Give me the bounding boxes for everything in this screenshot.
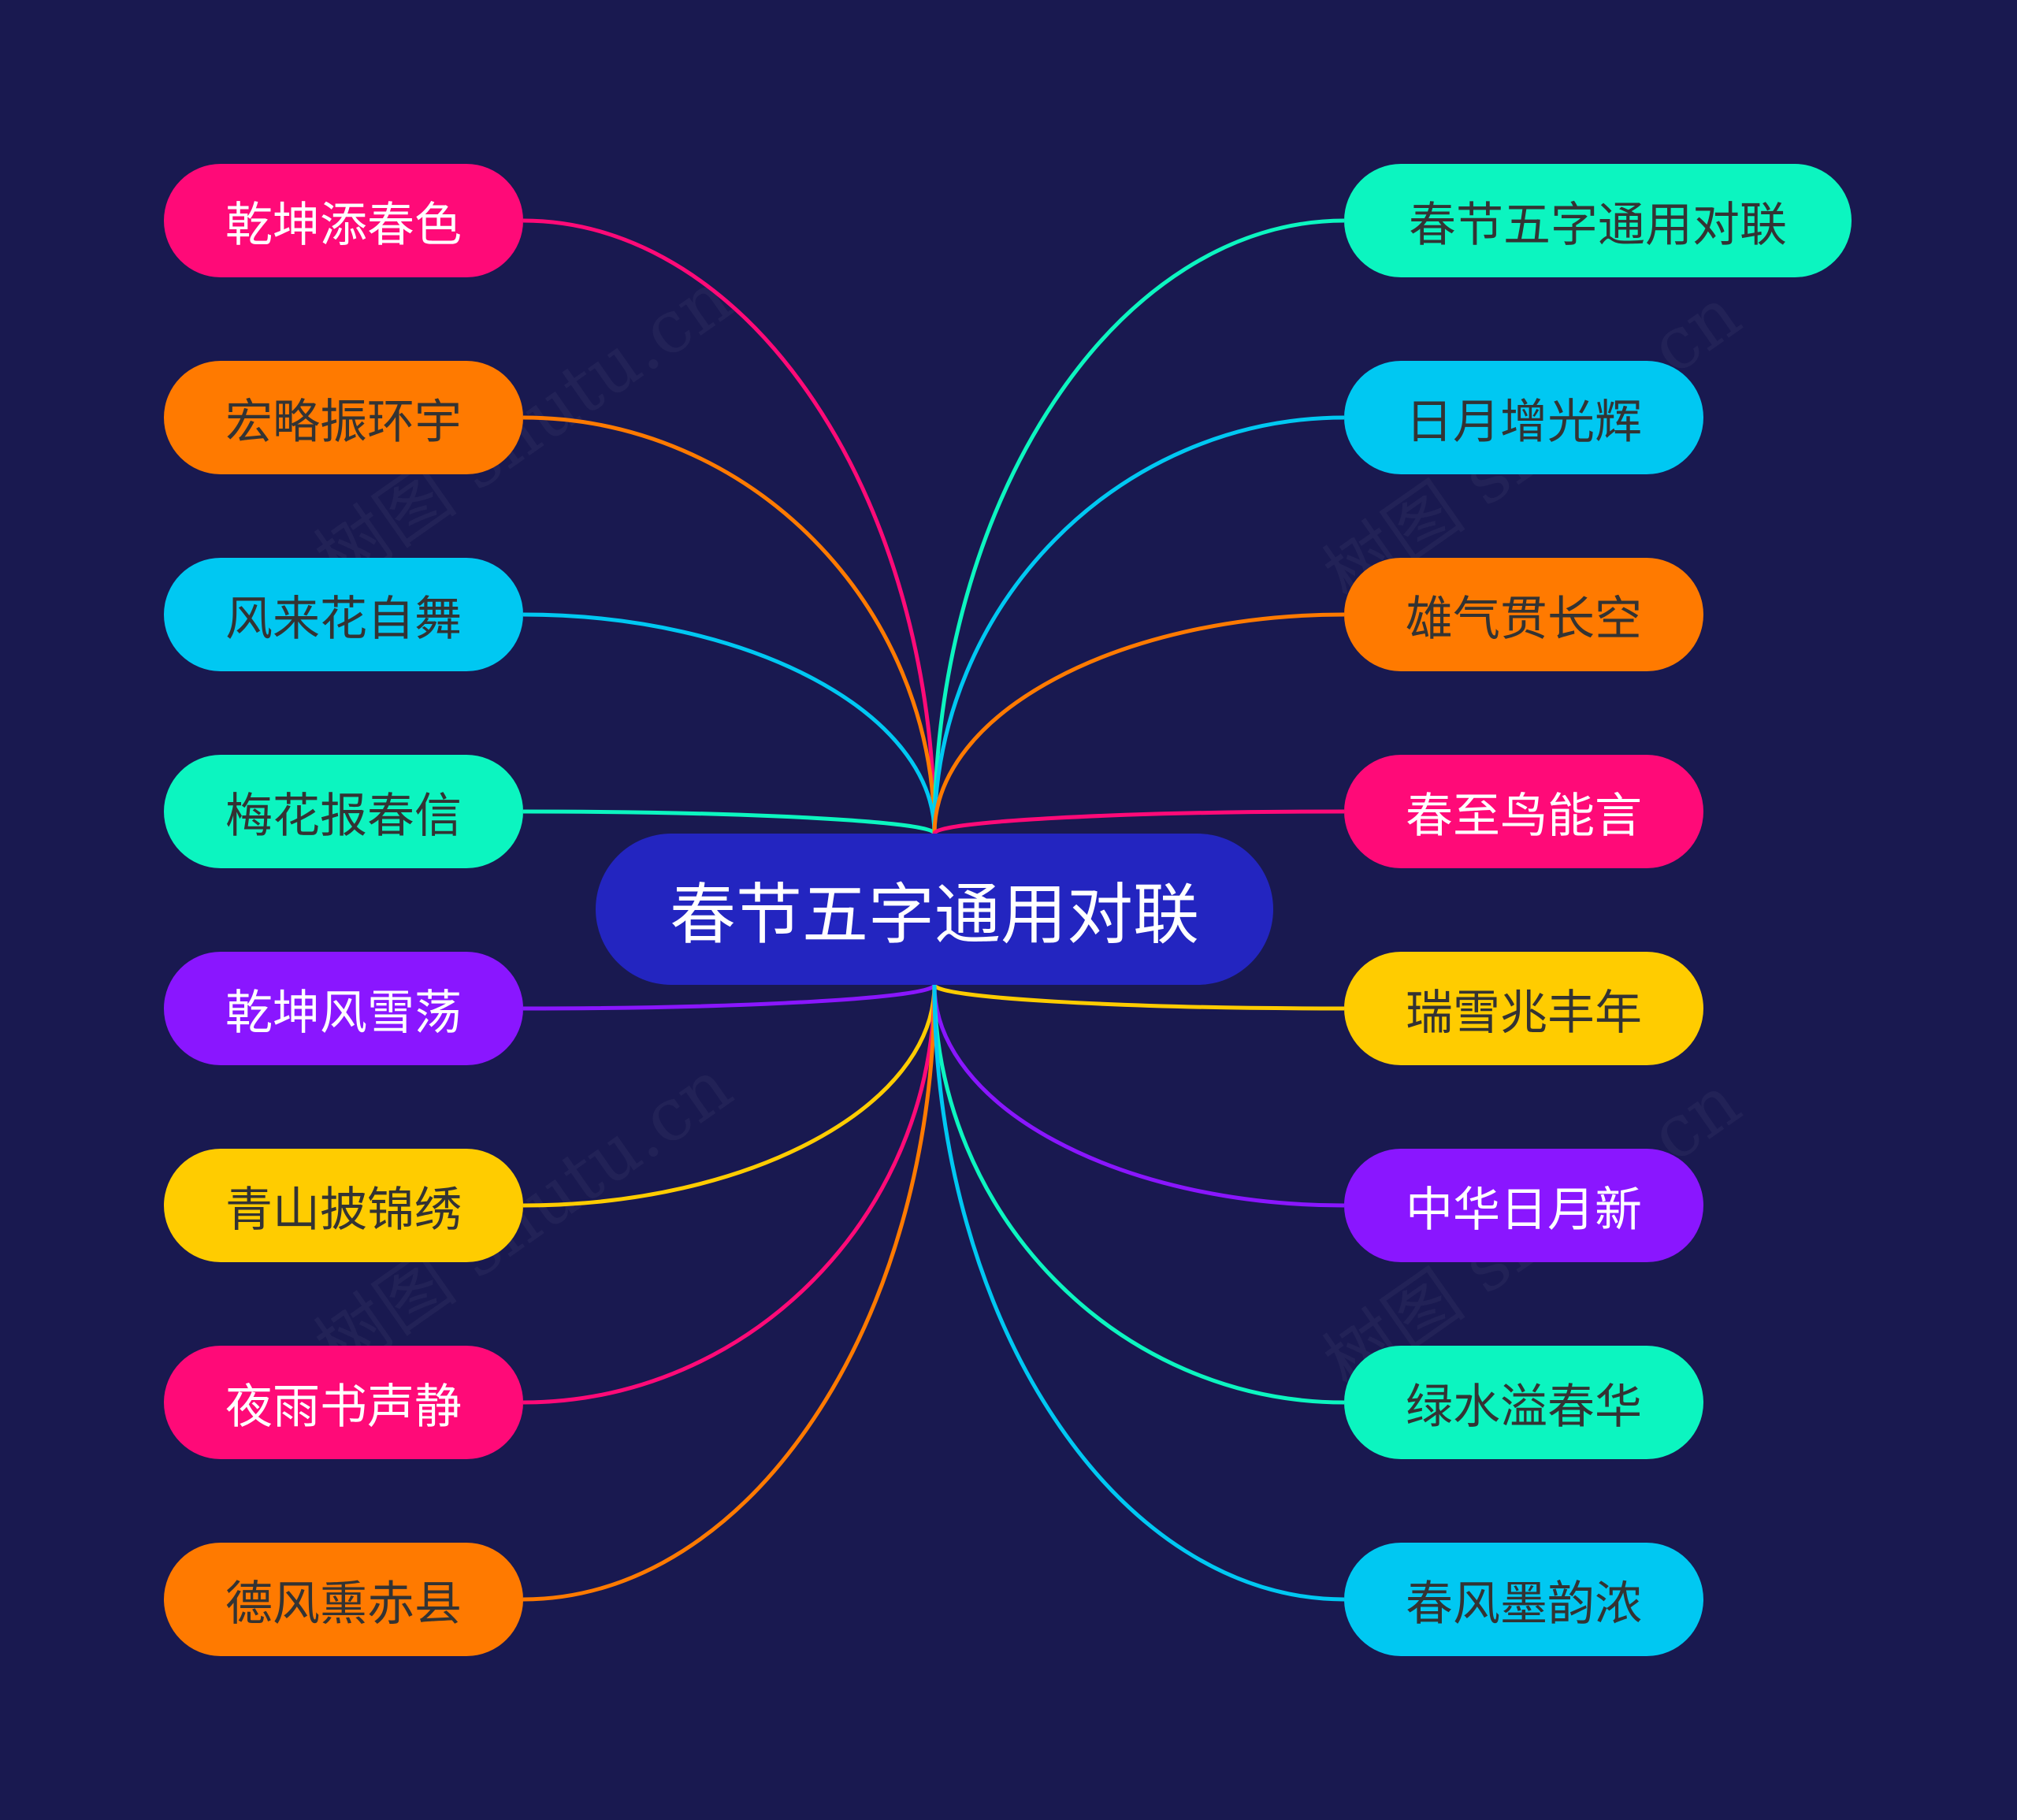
right-branch-node-2[interactable]: 日月增光辉: [1344, 361, 1703, 474]
connector-left-2: [522, 415, 937, 834]
root-node[interactable]: 春节五字通用对联: [596, 834, 1273, 985]
connector-right-2: [932, 415, 1345, 834]
connector-right-7: [932, 984, 1345, 1405]
right-branch-node-6[interactable]: 中华日月新: [1344, 1149, 1703, 1262]
left-branch-node-5[interactable]: 乾坤风雪荡: [164, 952, 523, 1065]
right-branch-node-4[interactable]: 春至鸟能言: [1344, 755, 1703, 868]
connector-right-4: [932, 809, 1345, 835]
left-branch-node-2[interactable]: 宏略振环宇: [164, 361, 523, 474]
connector-left-4: [522, 809, 937, 835]
left-branch-node-7[interactable]: 夜雨书声静: [164, 1346, 523, 1459]
connector-left-3: [522, 612, 937, 834]
left-branch-node-8[interactable]: 德风熏赤县: [164, 1543, 523, 1656]
right-branch-node-5[interactable]: 瑞雪兆丰年: [1344, 952, 1703, 1065]
connector-right-8: [932, 984, 1345, 1602]
right-branch-node-7[interactable]: 绿水溢春华: [1344, 1346, 1703, 1459]
left-branch-node-1[interactable]: 乾坤添春色: [164, 164, 523, 277]
left-branch-node-3[interactable]: 风来花自舞: [164, 558, 523, 671]
connector-left-8: [522, 984, 937, 1602]
connector-left-5: [522, 983, 937, 1011]
connector-left-1: [522, 218, 937, 834]
right-branch-node-8[interactable]: 春风墨韵浓: [1344, 1543, 1703, 1656]
right-branch-node-1[interactable]: 春节五字通用对联: [1344, 164, 1852, 277]
connector-right-5: [932, 983, 1345, 1011]
connector-right-1: [932, 218, 1345, 834]
connector-left-6: [522, 984, 937, 1208]
connector-right-3: [932, 612, 1345, 834]
connector-left-7: [522, 984, 937, 1405]
left-branch-node-6[interactable]: 青山披锦绣: [164, 1149, 523, 1262]
connector-right-6: [932, 984, 1345, 1208]
left-branch-node-4[interactable]: 梅花报春信: [164, 755, 523, 868]
right-branch-node-3[interactable]: 雄气贯长空: [1344, 558, 1703, 671]
